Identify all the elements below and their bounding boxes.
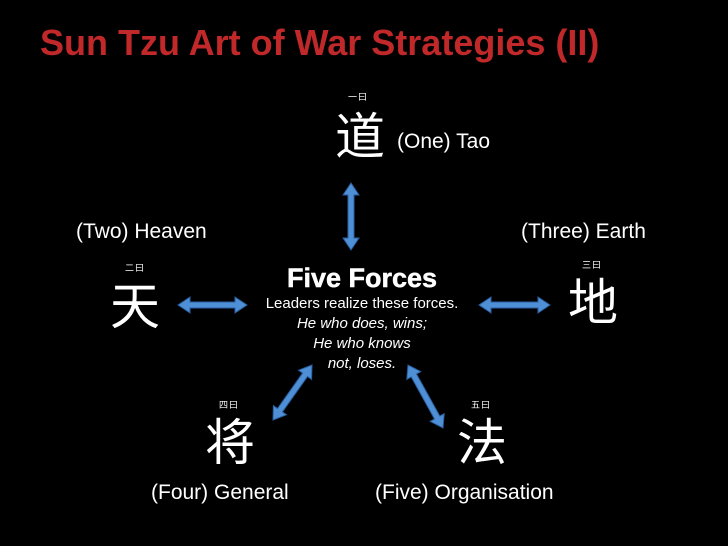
- force-two-label: (Two) Heaven: [76, 220, 207, 243]
- center-line-4: not, loses.: [327, 355, 397, 372]
- center-line-1: Leaders realize these forces.: [265, 295, 459, 312]
- force-four-ordinal: 四曰: [219, 401, 240, 411]
- force-three-ordinal: 三曰: [582, 261, 603, 271]
- force-one-kanji: 道: [335, 108, 385, 166]
- force-three-kanji: 地: [568, 274, 618, 332]
- force-four-kanji: 将: [205, 414, 255, 472]
- force-five-ordinal: 五曰: [471, 401, 492, 411]
- force-four-label: (Four) General: [151, 481, 289, 504]
- arrow-center-to-general: [272, 364, 313, 421]
- force-one-label: (One) Tao: [397, 130, 490, 153]
- force-one-ordinal: 一曰: [348, 93, 369, 103]
- arrow-center-to-organisation: [406, 364, 445, 429]
- force-five-kanji: 法: [457, 414, 507, 472]
- force-two-ordinal: 二曰: [125, 264, 146, 274]
- force-five-label: (Five) Organisation: [375, 481, 554, 504]
- center-line-3: He who knows: [313, 335, 411, 352]
- force-two-kanji: 天: [110, 278, 160, 336]
- center-heading: Five Forces: [286, 263, 438, 294]
- force-three-label: (Three) Earth: [521, 220, 646, 243]
- arrow-center-to-tao: [342, 182, 360, 251]
- page-title: Sun Tzu Art of War Strategies (II): [40, 22, 600, 63]
- arrow-center-to-heaven: [177, 296, 248, 314]
- arrow-center-to-earth: [478, 296, 551, 314]
- center-text-block: Five Forces Leaders realize these forces…: [232, 262, 492, 374]
- center-line-2: He who does, wins;: [296, 315, 428, 332]
